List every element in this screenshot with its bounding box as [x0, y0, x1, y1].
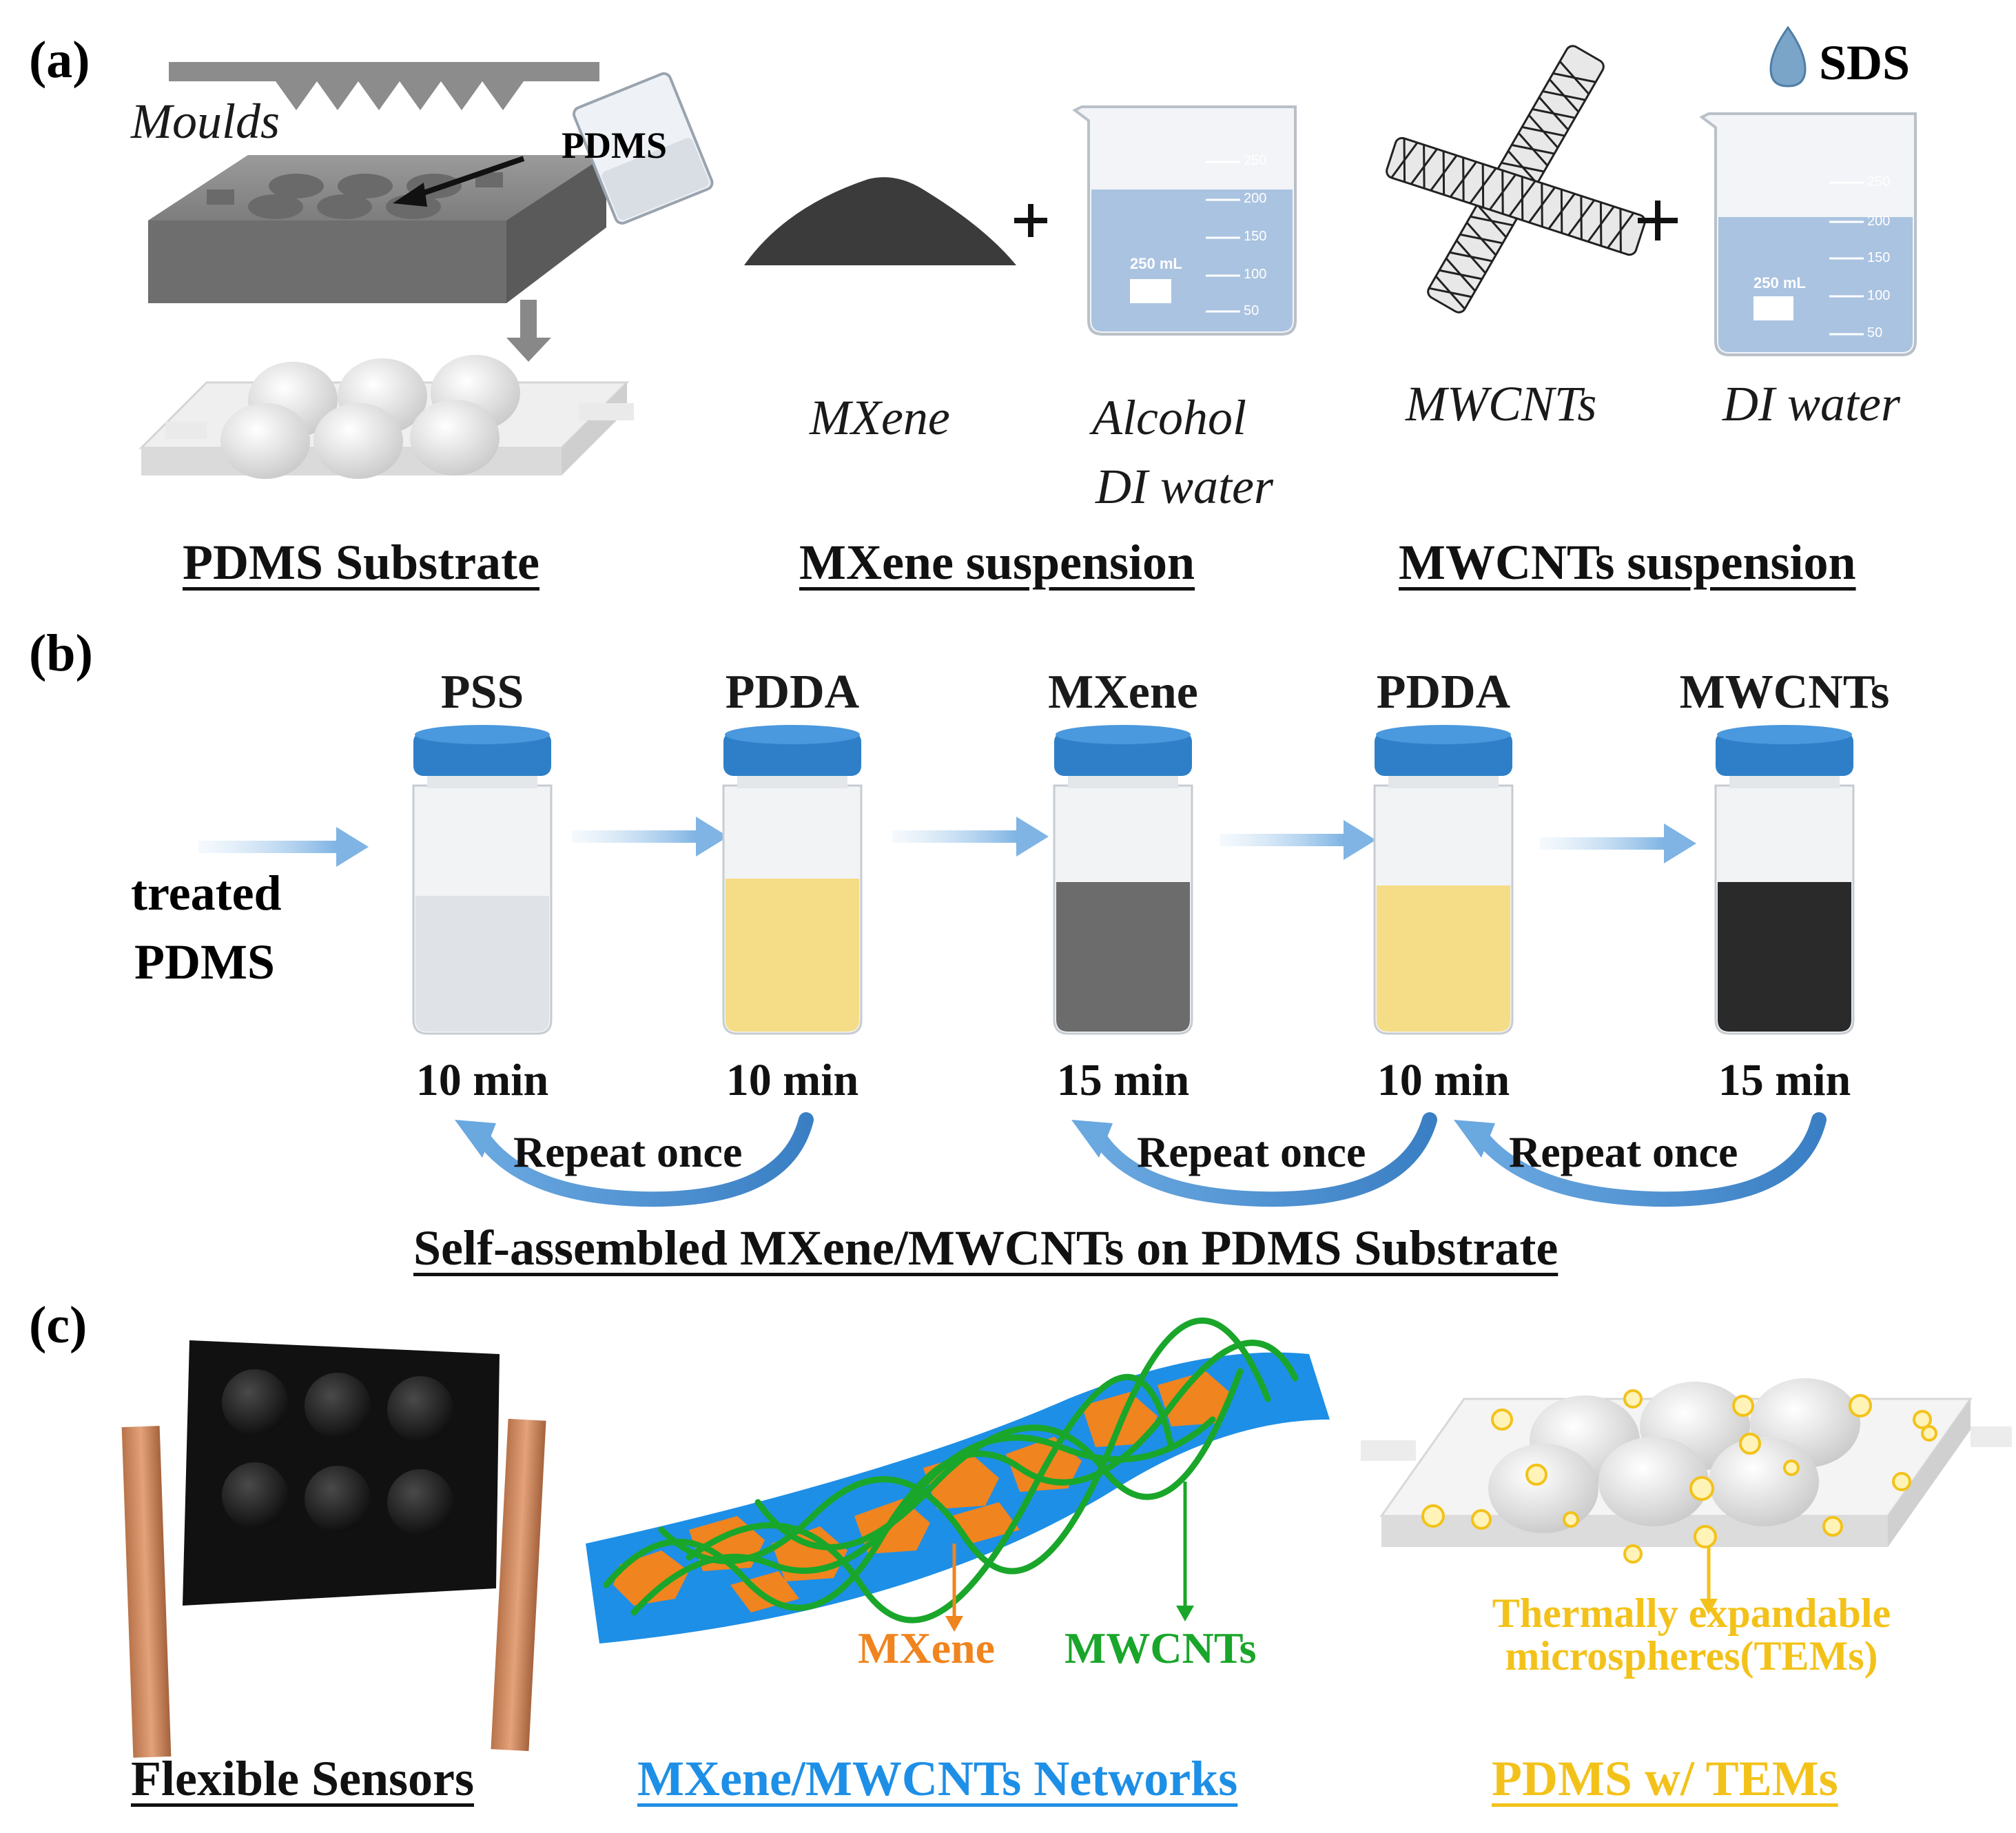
flexible-sensor-photo [122, 1340, 546, 1758]
beaker2-volume: 250 mL [1753, 274, 1806, 292]
plus-icon [1014, 204, 1047, 237]
mwcnt-icon [1385, 43, 1647, 315]
mxene-network-label: MXene [858, 1623, 995, 1674]
vial-3 [1054, 725, 1192, 1034]
di-water-label-2: DI water [1722, 376, 1900, 433]
repeat-label-3: Repeat once [1509, 1127, 1738, 1178]
tems-label-line-2: microspheres(TEMs) [1471, 1635, 1912, 1677]
caption-mxene-suspension: MXene suspension [799, 534, 1195, 591]
repeat-label-1: Repeat once [513, 1127, 742, 1178]
beaker2-tick-200: 200 [1867, 214, 1890, 229]
beaker2-tick-250: 250 [1867, 174, 1890, 190]
vial-2 [723, 725, 861, 1034]
panel-label-c: (c) [29, 1296, 87, 1355]
vial-name-4: PDDA [1319, 665, 1567, 720]
pdms-tems-image [1361, 1378, 2012, 1615]
mxene-powder-icon [744, 177, 1016, 265]
repeat-label-2: Repeat once [1137, 1127, 1366, 1178]
caption-pdms-substrate: PDMS Substrate [183, 534, 539, 591]
alcohol-label: Alcohol [1092, 389, 1246, 447]
vial-4 [1375, 725, 1512, 1034]
vial-time-2: 10 min [689, 1054, 896, 1107]
vial-5 [1716, 725, 1853, 1034]
tems-label: Thermally expandable microspheres(TEMs) [1471, 1592, 1912, 1677]
vial-time-5: 15 min [1681, 1054, 1888, 1107]
mwcnts-network-label: MWCNTs [1064, 1623, 1257, 1674]
caption-pdms-tems: PDMS w/ TEMs [1492, 1750, 1838, 1808]
di-water-label-1: DI water [1096, 458, 1273, 515]
vial-name-3: MXene [999, 665, 1247, 720]
beaker1-tick-50: 50 [1244, 303, 1259, 319]
drop-icon [1771, 28, 1805, 86]
vial-liquid [415, 896, 549, 1032]
pdms-start-label: PDMS [134, 934, 275, 991]
beaker2-tick-50: 50 [1867, 325, 1882, 341]
vial-time-4: 10 min [1340, 1054, 1547, 1107]
pdms-substrate-image [141, 355, 634, 479]
beaker1-tick-100: 100 [1244, 267, 1266, 283]
vial-time-3: 15 min [1020, 1054, 1226, 1107]
tems-label-line-1: Thermally expandable [1471, 1592, 1912, 1635]
plus-icon [1638, 201, 1678, 240]
vial-name-1: PSS [358, 665, 606, 720]
beaker2-tick-100: 100 [1867, 288, 1890, 304]
vial-time-1: 10 min [379, 1054, 586, 1107]
vials [413, 725, 1853, 1034]
down-arrow-icon [506, 300, 551, 362]
beaker1-volume: 250 mL [1130, 255, 1182, 273]
mwcnts-label: MWCNTs [1406, 376, 1596, 433]
treated-label: treated [131, 865, 282, 922]
sds-label: SDS [1819, 34, 1910, 92]
caption-flexible-sensors: Flexible Sensors [131, 1750, 474, 1808]
caption-self-assembled: Self-assembled MXene/MWCNTs on PDMS Subs… [413, 1220, 1558, 1277]
moulds-label: Moulds [131, 93, 280, 150]
mould-tray [148, 155, 606, 303]
beaker1-tick-250: 250 [1244, 153, 1266, 169]
vial-name-5: MWCNTs [1660, 665, 1909, 720]
panel-label-b: (b) [29, 624, 93, 684]
caption-networks: MXene/MWCNTs Networks [637, 1750, 1237, 1808]
beaker1-tick-200: 200 [1244, 191, 1266, 207]
mxene-label: MXene [810, 389, 950, 447]
vial-liquid [726, 879, 859, 1032]
network-sheet [586, 1320, 1330, 1643]
vial-1 [413, 725, 551, 1034]
pdms-label: PDMS [562, 124, 667, 167]
beaker1-tick-150: 150 [1244, 229, 1266, 245]
vial-liquid [1056, 882, 1190, 1032]
beaker-di-water-icon [1702, 114, 1915, 355]
beaker2-tick-150: 150 [1867, 250, 1890, 266]
caption-mwcnts-suspension: MWCNTs suspension [1399, 534, 1856, 591]
beaker-alcohol-icon [1075, 107, 1295, 334]
vial-liquid [1377, 885, 1510, 1032]
vial-liquid [1718, 882, 1851, 1032]
vial-name-2: PDDA [668, 665, 916, 720]
